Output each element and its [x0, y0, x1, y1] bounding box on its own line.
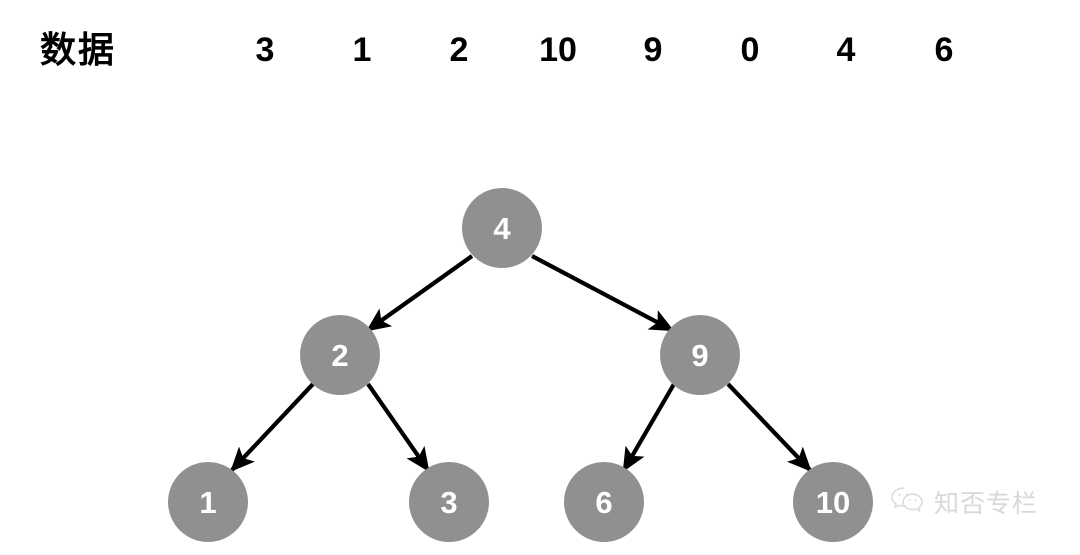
data-row-label: 数据 [40, 29, 117, 70]
tree-edge-root-right [531, 254, 675, 332]
tree-edge-left-ll [230, 382, 315, 472]
tree-edge-root-left [365, 254, 474, 332]
data-value-2: 2 [449, 31, 469, 69]
data-value-1: 1 [352, 31, 372, 69]
tree-node-label: 9 [691, 337, 709, 373]
tree-node-2: 2 [300, 315, 380, 395]
watermark-text: 知否专栏 [934, 489, 1039, 518]
tree-node-label: 1 [199, 484, 217, 520]
tree-node-label: 2 [331, 337, 349, 373]
tree-node-label: 3 [440, 484, 458, 520]
tree-node-1: 1 [168, 462, 248, 542]
data-sequence-row: 数据 3 1 2 10 9 0 4 6 [0, 0, 1080, 90]
tree-node-4: 4 [462, 188, 542, 268]
tree-node-label: 10 [815, 484, 851, 520]
data-value-6: 4 [836, 31, 856, 69]
tree-node-3: 3 [409, 462, 489, 542]
watermark: 知否专栏 [890, 482, 1038, 522]
data-value-0: 3 [255, 31, 275, 69]
tree-edge-right-rl [622, 382, 676, 473]
tree-node-9: 9 [660, 315, 740, 395]
tree-node-label: 6 [595, 484, 613, 520]
tree-node-10: 10 [793, 462, 873, 542]
tree-node-label: 4 [493, 210, 511, 246]
data-value-4: 9 [643, 31, 663, 69]
tree-node-6: 6 [564, 462, 644, 542]
data-value-5: 0 [740, 31, 760, 69]
tree-edge-right-rr [726, 382, 812, 472]
wechat-icon [890, 486, 926, 519]
data-value-7: 6 [934, 31, 954, 69]
tree-edge-left-lr [366, 382, 430, 473]
data-value-3: 10 [539, 31, 577, 69]
